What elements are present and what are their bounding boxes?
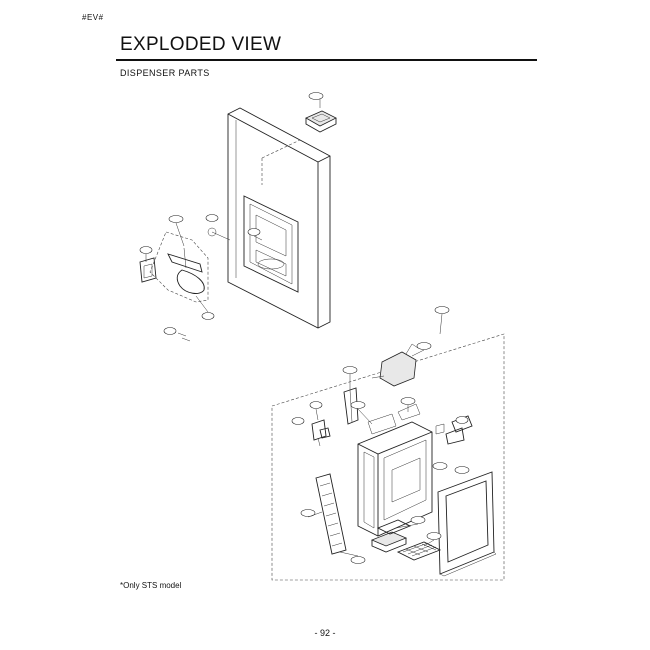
front-frame (437, 471, 497, 577)
side-mechanism (139, 227, 231, 342)
model-note: *Only STS model (120, 581, 182, 590)
page-title: EXPLODED VIEW (120, 34, 282, 55)
dispenser-housing (357, 403, 433, 537)
upper-bracket (371, 343, 419, 387)
top-cap-part (305, 97, 337, 133)
drip-grille (396, 541, 442, 561)
dispenser-recess (243, 195, 299, 293)
leader-lines (145, 222, 443, 557)
section-heading: DISPENSER PARTS (120, 68, 210, 78)
title-underline (116, 59, 537, 61)
door-panel (227, 107, 331, 329)
switch-parts (311, 419, 331, 447)
control-panel-strip (315, 473, 347, 555)
small-tray (376, 519, 412, 535)
drip-tray (370, 531, 408, 553)
document-code: #EV# (82, 13, 104, 22)
dispenser-assembly-box (271, 333, 505, 581)
page-number: - 92 - (314, 628, 336, 638)
part-callouts (139, 92, 470, 564)
